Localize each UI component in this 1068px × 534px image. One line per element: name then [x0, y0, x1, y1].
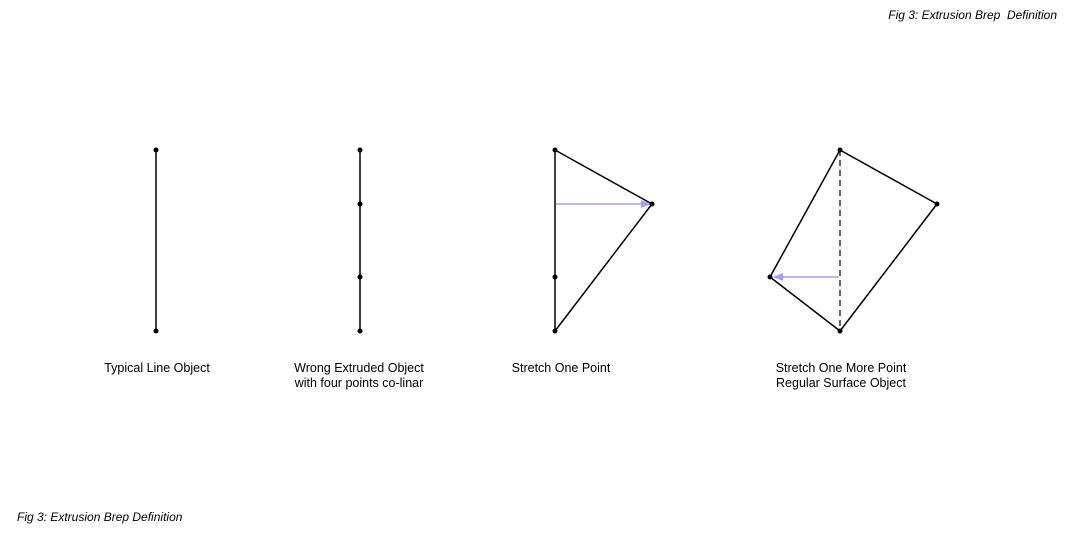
panel-stretch-more-point: [767, 147, 940, 334]
label-line-2: with four points co-linar: [294, 376, 424, 390]
panel-stretch-one-point: [552, 147, 655, 334]
vertex-point: [552, 328, 558, 334]
vertex-point: [649, 201, 655, 207]
panel-label-wrong-extruded: Wrong Extruded Object with four points c…: [294, 361, 424, 391]
vertex-point: [767, 274, 773, 280]
vertex-point: [153, 147, 159, 153]
vertex-point: [153, 328, 159, 334]
label-line-2: Regular Surface Object: [776, 376, 906, 390]
panel-label-stretch-one-point: Stretch One Point: [512, 361, 611, 376]
vertex-point: [357, 201, 363, 207]
panel-label-typical-line: Typical Line Object: [104, 361, 210, 376]
vertex-point: [837, 328, 843, 334]
vertex-point: [357, 147, 363, 153]
label-line-1: Stretch One Point: [511, 361, 611, 375]
vertex-point: [552, 147, 558, 153]
figure-caption-top: Fig 3: Extrusion Brep Definition: [888, 8, 1057, 22]
label-line-1: Stretch One More Point: [775, 361, 907, 375]
figure-caption-bottom: Fig 3: Extrusion Brep Definition: [17, 510, 183, 524]
panel-wrong-extruded: [357, 147, 363, 334]
label-line-1: Wrong Extruded Object: [294, 361, 424, 375]
panel-label-stretch-more-point: Stretch One More Point Regular Surface O…: [776, 361, 907, 391]
vertex-point: [357, 274, 363, 280]
panel-typical-line: [153, 147, 159, 334]
vertex-point: [837, 147, 843, 153]
triangle-outline: [554, 149, 653, 332]
label-line-1: Typical Line Object: [104, 361, 210, 375]
vertex-point: [357, 328, 363, 334]
vertex-point: [934, 201, 940, 207]
vertex-point: [552, 274, 558, 280]
surface-outline: [769, 149, 938, 332]
